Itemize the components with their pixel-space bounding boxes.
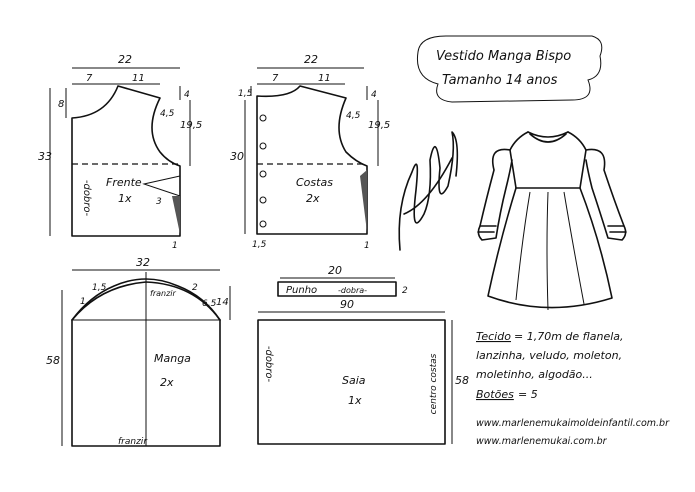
sleeve-left-mark-label: 1	[80, 297, 86, 307]
dress-left-sleeve	[477, 148, 513, 241]
skirt-outline	[257, 319, 446, 445]
back-shoulder-drop-label: 4	[371, 90, 377, 100]
back-neck-depth-label: 1,5	[238, 89, 253, 99]
sleeve-cap-mark-label: 6,5	[202, 299, 217, 309]
back-armhole-height-label: 19,5	[368, 120, 390, 131]
skirt-center-label: centro costas	[429, 353, 439, 414]
cuff-width-label: 20	[328, 264, 342, 277]
back-armhole-mark-label: 4,5	[346, 111, 361, 121]
dress-right-cuff	[607, 225, 627, 233]
back-button-2	[259, 142, 267, 150]
dress-illustration	[477, 131, 627, 311]
back-side-hatch	[360, 170, 367, 232]
sleeve-gather-bottom-label: franzir	[118, 437, 148, 447]
back-placket-label: 1,5	[252, 240, 267, 250]
front-bodice-piece: 22 7 11 8 4 4,5 19,5 33 -dobro- Frente 1…	[38, 53, 202, 251]
signature-stroke-2	[403, 157, 453, 215]
front-neck-width-label: 7	[86, 73, 93, 84]
sleeve-cap-left-label: 1,5	[92, 283, 107, 293]
front-neck-depth-label: 8	[58, 99, 64, 110]
front-fold-label: -dobro-	[81, 180, 92, 217]
dress-left-cuff	[477, 225, 497, 233]
cuff-name-label: Punho	[286, 285, 317, 296]
sleeve-name-label: Manga	[154, 352, 191, 365]
cuff-height-label: 2	[402, 286, 408, 296]
skirt-fold-label: -dobro-	[263, 346, 274, 383]
title-cloud-outline	[416, 35, 603, 103]
title-block: Vestido Manga Bispo Tamanho 14 anos	[416, 35, 603, 103]
sleeve-qty-label: 2x	[160, 376, 174, 389]
fabric-label: Tecido	[476, 330, 511, 343]
cuff-fold-label: -dobra-	[338, 286, 367, 295]
title-line-2: Tamanho 14 anos	[442, 73, 558, 88]
cuff-piece: 20 Punho -dobra- 2	[277, 264, 408, 297]
back-bodice-piece: 22 7 11 1,5 4 4,5 19,5 30 Costas 2x 1,5 …	[230, 53, 390, 251]
skirt-qty-label: 1x	[348, 394, 362, 407]
buttons-label: Botões	[476, 388, 514, 401]
back-width-label: 22	[304, 53, 318, 66]
back-name-label: Costas	[296, 176, 333, 189]
dress-collar	[529, 133, 567, 143]
back-button-3	[259, 170, 267, 178]
sleeve-cap-right-label: 2	[192, 283, 198, 293]
sleeve-width-label: 32	[136, 256, 150, 269]
back-qty-label: 2x	[306, 192, 320, 205]
back-height-label: 30	[230, 150, 244, 163]
back-neck-width-label: 7	[272, 73, 279, 84]
skirt-piece: 90 -dobro- Saia 1x centro costas 58	[257, 298, 469, 445]
cuff-outline	[277, 281, 397, 297]
sleeve-cap-height-label: 14	[216, 297, 229, 308]
dress-bodice	[509, 131, 587, 189]
dress-right-sleeve	[585, 148, 627, 241]
front-side-hatch	[172, 196, 180, 234]
front-height-label: 33	[38, 150, 52, 163]
front-dart-label: 3	[156, 197, 162, 207]
sleeve-height-label: 58	[46, 354, 60, 367]
front-armhole-height-label: 19,5	[180, 120, 202, 131]
notes-block: Tecido = 1,70m de flanela, lanzinha, vel…	[476, 330, 670, 447]
back-shoulder-width-label: 11	[318, 73, 331, 84]
front-hem-extra-label: 1	[172, 241, 178, 251]
back-button-5	[259, 220, 267, 228]
sleeve-gather-top-label: franzir	[150, 289, 177, 298]
front-dart	[142, 175, 181, 197]
title-line-1: Vestido Manga Bispo	[436, 49, 571, 64]
front-shoulder-drop-label: 4	[184, 90, 190, 100]
front-width-label: 22	[118, 53, 132, 66]
dress-skirt	[487, 187, 613, 309]
signature-mark	[398, 131, 459, 251]
buttons-value: = 5	[518, 388, 538, 401]
front-armhole-mark-label: 4,5	[160, 109, 175, 119]
sleeve-piece: 32 1,5 2 6,5 franzir 14 58 1 Manga 2x fr…	[46, 256, 231, 447]
back-outline	[256, 85, 368, 235]
back-button-1	[259, 114, 267, 122]
fabric-line-3: moletinho, algodão...	[476, 368, 593, 381]
skirt-width-label: 90	[340, 298, 354, 311]
skirt-height-label: 58	[455, 374, 469, 387]
fabric-line-2: lanzinha, veludo, moleton,	[476, 349, 622, 362]
dress-skirt-folds	[515, 191, 585, 311]
front-shoulder-width-label: 11	[132, 73, 145, 84]
website-url-1: www.marlenemukaimoldeinfantil.com.br	[476, 418, 670, 429]
fabric-line-1: = 1,70m de flanela,	[514, 330, 624, 343]
website-url-2: www.marlenemukai.com.br	[476, 436, 608, 447]
dress-neckline	[527, 131, 569, 138]
back-button-4	[259, 196, 267, 204]
front-name-label: Frente	[106, 176, 142, 189]
signature-stroke-1	[398, 131, 459, 251]
skirt-name-label: Saia	[342, 374, 366, 387]
front-qty-label: 1x	[118, 192, 132, 205]
back-hem-extra-label: 1	[364, 241, 370, 251]
